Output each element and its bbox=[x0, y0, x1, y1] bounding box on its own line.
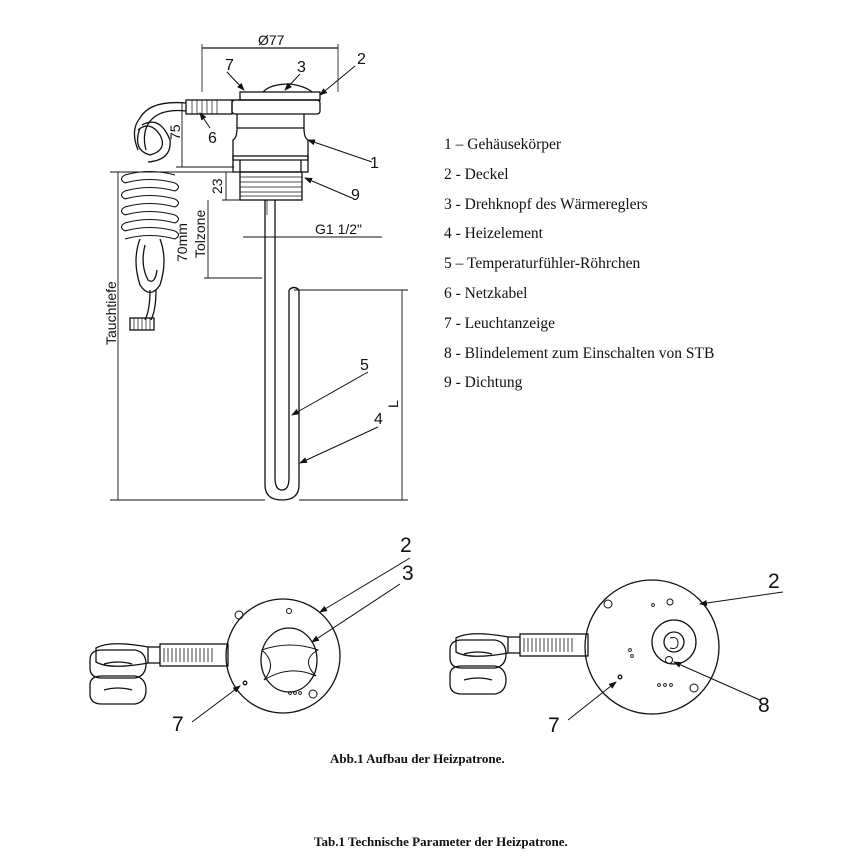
immersion-depth-dimension: Tauchtiefe bbox=[103, 171, 265, 501]
callout-5: 5 bbox=[360, 357, 369, 374]
blind-element bbox=[651, 619, 697, 665]
cold-zone-dimension: 70mm Tolzone bbox=[174, 200, 262, 279]
callout-3: 3 bbox=[297, 59, 306, 76]
side-view: Ø77 bbox=[103, 32, 408, 501]
indicator-light bbox=[242, 680, 248, 686]
legend-item-6: 6 - Netzkabel bbox=[444, 284, 528, 302]
legend-item-1: 1 – Gehäusekörper bbox=[444, 136, 562, 153]
cover-and-knob bbox=[231, 83, 321, 115]
thread-label: G1 1/2" bbox=[315, 221, 362, 237]
callout-4: 4 bbox=[374, 411, 383, 428]
power-cable bbox=[120, 99, 233, 331]
thread-section bbox=[239, 171, 303, 201]
legend-item-9: 9 - Dichtung bbox=[444, 374, 523, 392]
dimension-23: 23 bbox=[209, 171, 240, 201]
legend-item-7: 7 - Leuchtanzeige bbox=[444, 314, 556, 332]
dimension-75-label: 75 bbox=[167, 124, 183, 140]
table-caption: Tab.1 Technische Parameter der Heizpatro… bbox=[314, 834, 568, 849]
right-callout-2: 2 bbox=[768, 570, 780, 593]
legend-item-5: 5 – Temperaturfühler-Röhrchen bbox=[444, 255, 641, 273]
left-callout-2: 2 bbox=[400, 534, 412, 557]
callout-6: 6 bbox=[208, 130, 217, 147]
legend-item-4: 4 - Heizelement bbox=[444, 225, 543, 243]
callout-9: 9 bbox=[351, 187, 360, 204]
front-view-right: 2 7 8 bbox=[449, 570, 784, 737]
legend-item-3: 3 - Drehknopf des Wärmereglers bbox=[444, 195, 648, 213]
diameter-label: Ø77 bbox=[258, 32, 285, 48]
dimension-23-label: 23 bbox=[209, 178, 225, 194]
figure-caption: Abb.1 Aufbau der Heizpatrone. bbox=[330, 751, 505, 766]
left-callout-3: 3 bbox=[402, 562, 414, 585]
side-view-leaders bbox=[199, 65, 379, 464]
heating-element bbox=[264, 200, 300, 501]
parts-legend: 1 – Gehäusekörper 2 - Deckel 3 - Drehkno… bbox=[444, 130, 714, 398]
side-view-callout-numbers: 1 2 3 5 4 6 7 9 bbox=[208, 51, 383, 428]
screw-holes-right bbox=[603, 598, 699, 693]
indicator-light-right bbox=[617, 674, 623, 680]
left-callout-7: 7 bbox=[172, 713, 184, 736]
dimension-75: 75 bbox=[167, 103, 234, 168]
right-callout-7: 7 bbox=[548, 714, 560, 737]
legend-item-2: 2 - Deckel bbox=[444, 165, 509, 183]
housing-body bbox=[232, 114, 309, 173]
legend-item-8: 8 - Blindelement zum Einschalten von STB bbox=[444, 344, 715, 362]
immersion-depth-label: Tauchtiefe bbox=[103, 281, 119, 345]
front-view-left: 2 3 7 bbox=[89, 534, 414, 736]
thread-dimension: G1 1/2" bbox=[243, 221, 382, 238]
cold-zone-length-label: 70mm bbox=[174, 223, 190, 262]
diameter-dimension: Ø77 bbox=[201, 32, 339, 92]
length-dimension: L bbox=[294, 289, 408, 501]
screw-holes bbox=[234, 608, 318, 699]
callout-2: 2 bbox=[357, 51, 366, 68]
cold-zone-label: Tolzone bbox=[192, 210, 208, 258]
right-callout-8: 8 bbox=[758, 694, 770, 717]
callout-1: 1 bbox=[370, 155, 379, 172]
length-label: L bbox=[385, 400, 401, 408]
callout-7: 7 bbox=[225, 57, 234, 74]
